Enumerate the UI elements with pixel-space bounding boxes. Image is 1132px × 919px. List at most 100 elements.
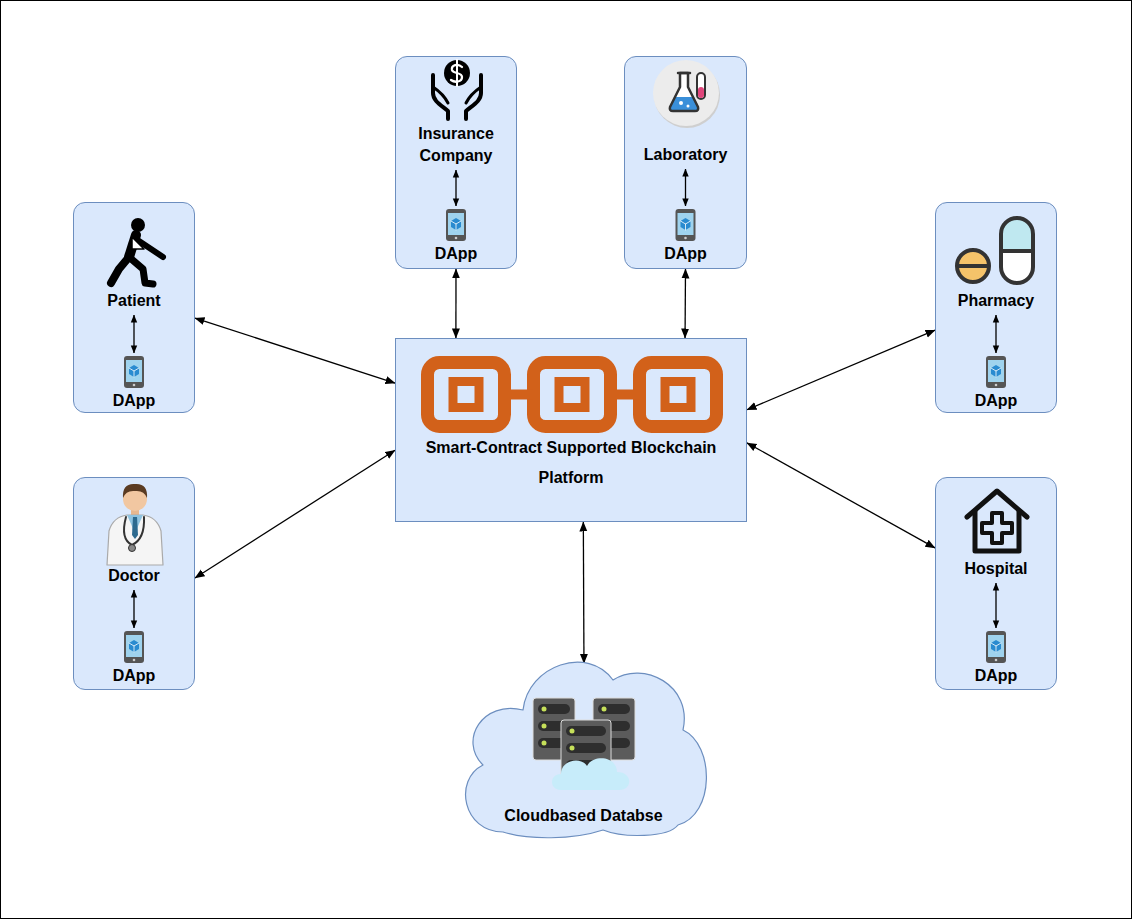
icon-layer	[936, 478, 1056, 689]
phone-button	[133, 384, 136, 387]
phone-icon	[986, 356, 1006, 388]
connector	[583, 522, 585, 663]
connector	[195, 318, 395, 383]
phone-body	[986, 631, 1006, 663]
node-title: Doctor	[77, 565, 191, 587]
dapp-cube	[991, 365, 1001, 377]
dapp-cube-edge	[991, 643, 1001, 652]
chain-bar	[617, 390, 639, 400]
dapp-cube	[681, 218, 691, 230]
phone-screen	[988, 360, 1004, 382]
dapp-label: DApp	[77, 390, 191, 412]
cross	[982, 513, 1012, 543]
round-pill	[957, 250, 989, 282]
entity-box: PatientDApp	[73, 202, 195, 413]
node-title: Smart-Contract Supported Blockchain Plat…	[408, 433, 734, 493]
connector	[747, 443, 935, 548]
phone-body	[124, 356, 144, 388]
chain-hole	[559, 382, 585, 408]
node-title: Cloudbased Databse	[484, 805, 684, 827]
connector	[195, 450, 395, 578]
icon	[428, 363, 717, 427]
server-led	[570, 746, 575, 751]
entity-box: LaboratoryDApp	[624, 56, 747, 269]
icon-ground	[653, 60, 719, 126]
flask	[670, 73, 698, 111]
inner-arrow	[455, 170, 456, 206]
dapp-cube	[129, 640, 139, 652]
flask-rim	[678, 72, 690, 75]
phone-screen	[988, 635, 1004, 657]
icon	[111, 218, 163, 284]
stethoscope	[124, 517, 144, 545]
sling	[132, 237, 144, 249]
dapp-label: DApp	[399, 243, 513, 265]
dapp-cube-edge	[129, 368, 139, 377]
entity-box: HospitalDApp	[935, 477, 1057, 690]
phone-icon	[676, 209, 696, 241]
icon	[967, 491, 1027, 551]
phone-screen	[126, 635, 142, 657]
walls	[975, 511, 1019, 551]
connector	[455, 269, 456, 338]
node-title: Insurance Company	[399, 123, 513, 167]
hand	[466, 87, 481, 103]
entity-box: DoctorDApp	[73, 477, 195, 690]
icon	[957, 218, 1033, 283]
test-tube	[697, 73, 705, 99]
inner-arrow	[685, 169, 686, 206]
chain-link	[640, 363, 717, 427]
coin	[444, 60, 470, 86]
dapp-cube-edge	[991, 368, 1001, 377]
node-title: Laboratory	[629, 144, 743, 166]
phone-icon	[986, 631, 1006, 663]
platform-box: Smart-Contract Supported Blockchain Plat…	[395, 338, 747, 522]
capsule	[1001, 218, 1033, 283]
chain-hole	[665, 382, 691, 408]
server-slot	[538, 704, 570, 714]
dapp-cube	[991, 640, 1001, 652]
connector	[684, 269, 686, 338]
dapp-label: DApp	[939, 665, 1053, 687]
phone-screen	[678, 213, 694, 235]
dapp-cube-edge	[451, 221, 461, 230]
dapp-cube	[451, 218, 461, 230]
phone-button	[995, 659, 998, 662]
hand	[466, 75, 481, 119]
stethoscope-head	[129, 545, 136, 552]
inner-arrow	[995, 583, 996, 628]
entity-box: Insurance CompanyDApp	[395, 56, 517, 269]
chain-link	[534, 363, 611, 427]
dapp-cube-edge	[681, 221, 691, 230]
phone-button	[995, 384, 998, 387]
hair	[123, 484, 147, 498]
server-led	[542, 707, 547, 712]
server-led	[542, 741, 547, 746]
connector	[747, 330, 935, 410]
phone-icon	[446, 209, 466, 241]
phone-icon	[124, 631, 144, 663]
dapp-label: DApp	[939, 390, 1053, 412]
capsule-line	[1001, 249, 1033, 253]
entity-box: PharmacyDApp	[935, 202, 1057, 413]
tie	[132, 517, 138, 539]
leg	[129, 257, 153, 284]
dapp-label: DApp	[77, 665, 191, 687]
leg	[111, 257, 129, 283]
phone-button	[133, 659, 136, 662]
node-title: Patient	[77, 290, 191, 312]
head	[131, 218, 145, 232]
icon	[107, 484, 163, 565]
phone-body	[446, 209, 466, 241]
bubble	[687, 105, 690, 108]
inner-arrow	[995, 315, 996, 353]
inner-arrow	[133, 590, 134, 628]
server-led	[602, 707, 607, 712]
inner-arrow	[133, 315, 134, 353]
phone-screen	[448, 213, 464, 235]
server-led	[542, 724, 547, 729]
bubble	[679, 101, 683, 105]
dollar-sign	[456, 60, 458, 86]
phone-button	[455, 237, 458, 240]
